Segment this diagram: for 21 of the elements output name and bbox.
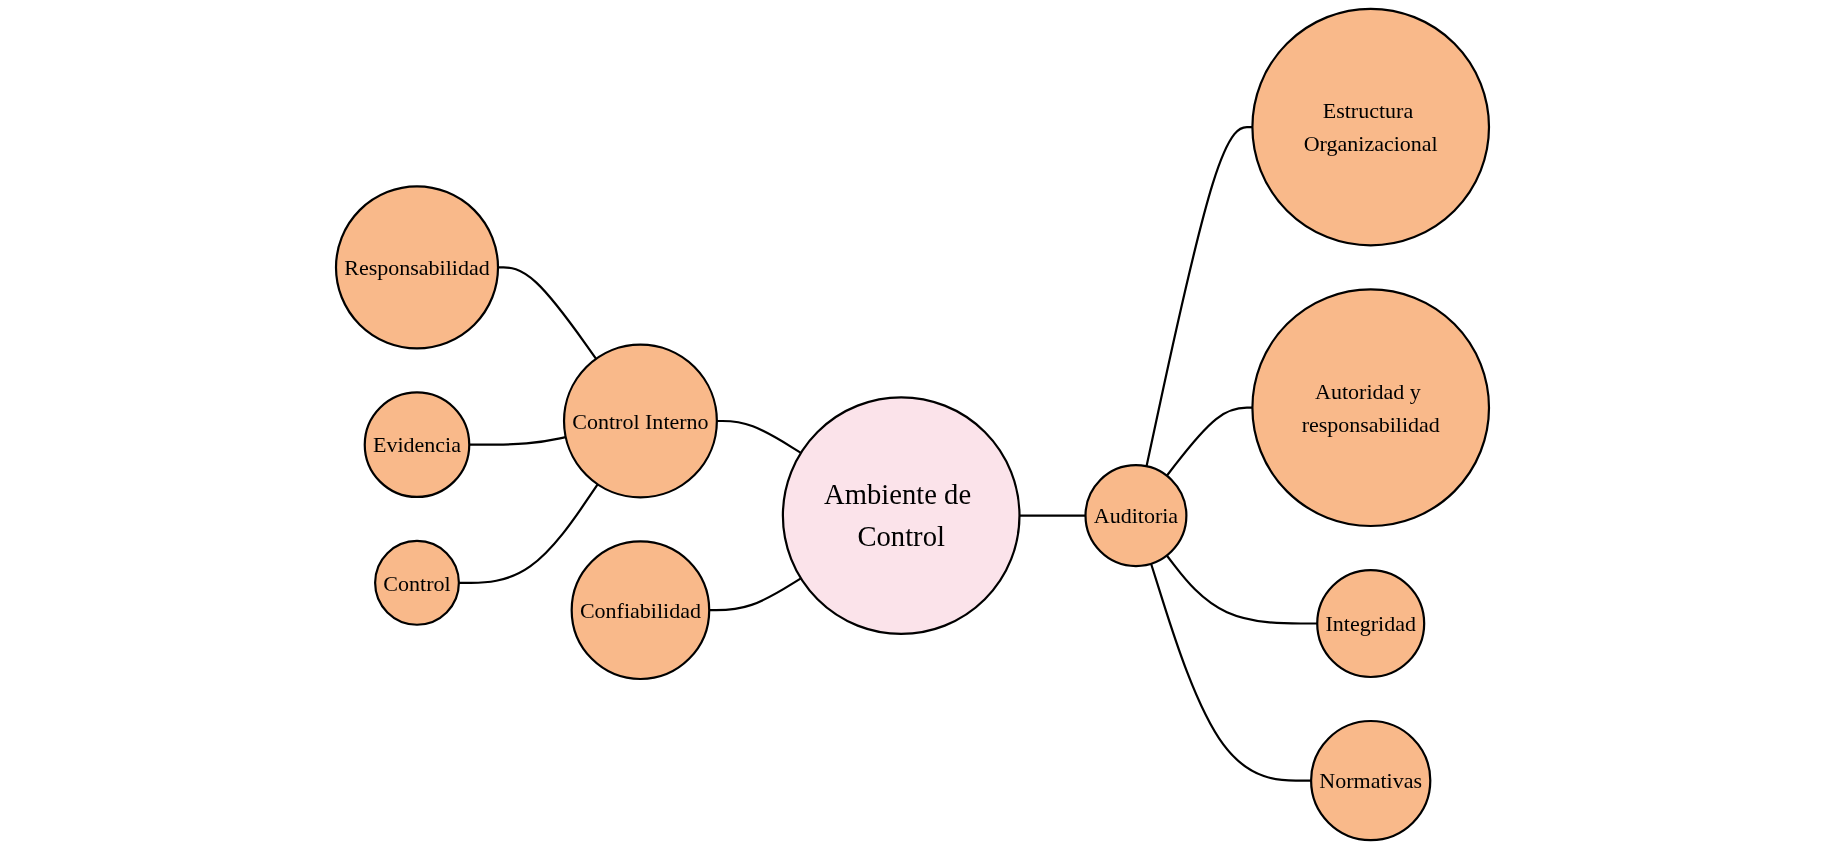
connector [469,436,566,446]
node-circle: Autoridad y responsabilidad [1251,288,1491,528]
connector [1165,554,1318,625]
node-circle: Estructura Organizacional [1251,7,1491,247]
connector [1019,514,1086,517]
connector [1165,406,1253,477]
connector [498,266,597,360]
connector [458,483,599,584]
connector [709,577,802,612]
node-circle: Control Interno [562,343,718,499]
node-circle: Evidencia [363,391,471,499]
node-circle: Confiabilidad [570,540,711,681]
connector [1150,563,1312,782]
connector [716,419,802,454]
node-circle: Control [374,539,460,626]
node-circle: Ambiente de Control [781,396,1021,635]
node-circle: Responsabilidad [334,185,500,350]
node-circle: Auditoria [1084,464,1188,568]
node-circle: Integridad [1316,568,1426,679]
connector [1145,126,1253,467]
node-circle: Normativas [1310,719,1432,842]
